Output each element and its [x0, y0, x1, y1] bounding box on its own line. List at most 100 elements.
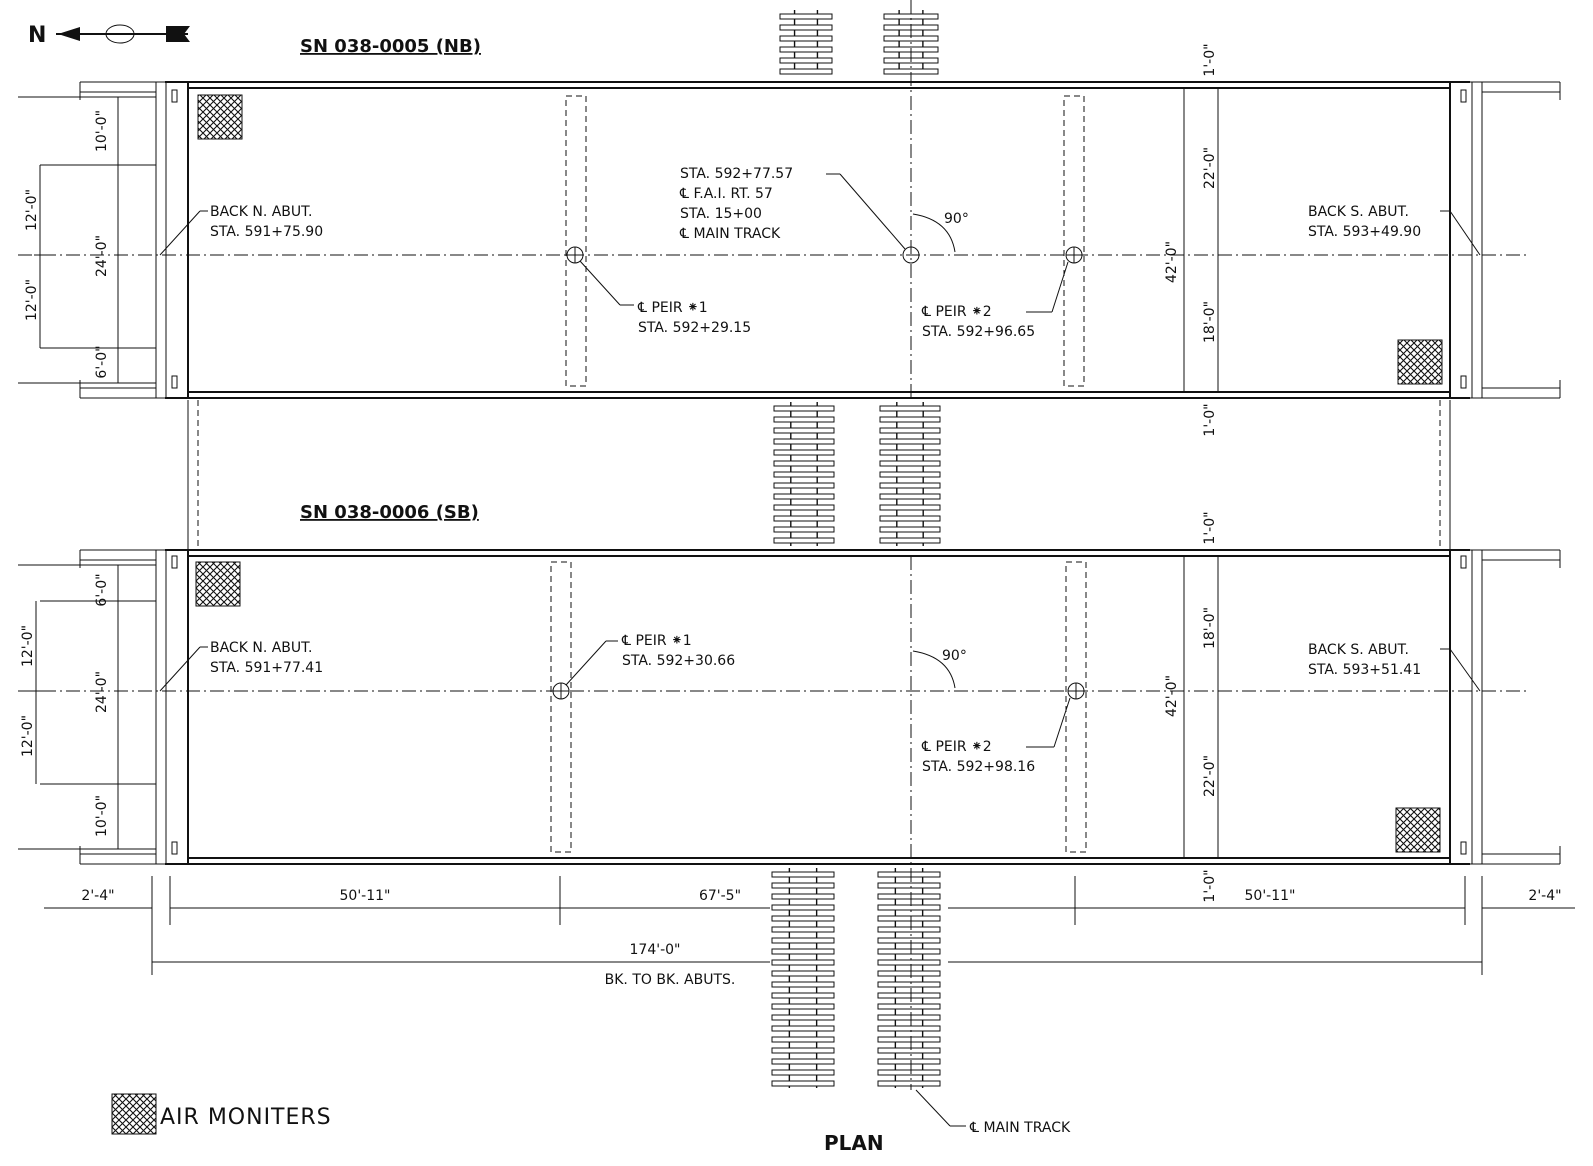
rail-tie: [771, 882, 835, 889]
north-arrow-icon: N: [28, 23, 190, 48]
rail-tie: [771, 1080, 835, 1087]
svg-text:12'-0": 12'-0": [20, 625, 36, 667]
svg-text:STA. 592+29.15: STA. 592+29.15: [638, 320, 751, 336]
svg-text:℄ MAIN TRACK: ℄ MAIN TRACK: [969, 1120, 1071, 1136]
rail-tie: [879, 493, 941, 500]
rail-tie: [779, 13, 833, 20]
rail-tie: [771, 970, 835, 977]
svg-text:22'-0": 22'-0": [1202, 755, 1218, 797]
rail-tie: [771, 1003, 835, 1010]
rail-tie: [879, 526, 941, 533]
rail-tie: [877, 1036, 941, 1043]
pier2-label: ℄ PEIR ⁕2 STA. 592+98.16: [921, 697, 1071, 775]
rail-tie: [771, 893, 835, 900]
svg-text:STA. 592+77.57: STA. 592+77.57: [680, 166, 793, 182]
rail-tie: [879, 416, 941, 423]
dim-right-end: 2'-4": [1528, 888, 1561, 904]
svg-text:N: N: [28, 23, 46, 48]
svg-text:BACK S. ABUT.: BACK S. ABUT.: [1308, 642, 1409, 658]
rail-tie: [771, 1047, 835, 1054]
svg-text:STA. 593+51.41: STA. 593+51.41: [1308, 662, 1421, 678]
right-dimensions: 1'-0" 22'-0" 42'-0" 18'-0" 1'-0": [1164, 43, 1218, 436]
air-monitor-icon: [195, 561, 241, 607]
svg-text:1'-0": 1'-0": [1202, 869, 1218, 902]
svg-text:12'-0": 12'-0": [24, 279, 40, 321]
svg-text:℄ PEIR ⁕2: ℄ PEIR ⁕2: [921, 739, 992, 755]
svg-text:90°: 90°: [944, 211, 969, 227]
svg-text:STA. 592+96.65: STA. 592+96.65: [922, 324, 1035, 340]
rail-tie: [877, 1014, 941, 1021]
rail-tie: [877, 981, 941, 988]
rail-tie: [877, 1003, 941, 1010]
rail-tie: [779, 46, 833, 53]
dim-left-end: 2'-4": [81, 888, 114, 904]
rail-tie: [773, 438, 835, 445]
svg-text:12'-0": 12'-0": [20, 715, 36, 757]
rail-tie: [879, 449, 941, 456]
rail-tie: [877, 1069, 941, 1076]
rail-tie: [771, 926, 835, 933]
air-monitor-icon: [197, 94, 243, 140]
svg-text:18'-0": 18'-0": [1202, 607, 1218, 649]
rail-tie: [771, 992, 835, 999]
center-station-note: STA. 592+77.57 ℄ F.A.I. RT. 57 STA. 15+0…: [679, 166, 906, 250]
svg-text:1'-0": 1'-0": [1202, 511, 1218, 544]
angle-label: 90°: [912, 211, 969, 253]
rail-tie: [773, 515, 835, 522]
svg-text:STA. 591+77.41: STA. 591+77.41: [210, 660, 323, 676]
rail-tie: [877, 959, 941, 966]
bridge-nb: SN 038-0005 (NB): [18, 0, 1561, 437]
rail-tie: [773, 493, 835, 500]
back-n-abut-label: BACK N. ABUT. STA. 591+77.41: [159, 640, 323, 692]
svg-text:42'-0": 42'-0": [1164, 241, 1180, 283]
rail-tie: [879, 405, 941, 412]
rail-tie: [773, 405, 835, 412]
svg-text:℄ MAIN TRACK: ℄ MAIN TRACK: [679, 226, 781, 242]
main-track-callout: ℄ MAIN TRACK: [915, 1089, 1071, 1136]
rail-tie: [771, 1069, 835, 1076]
rail-tie: [773, 526, 835, 533]
svg-text:BACK N. ABUT.: BACK N. ABUT.: [210, 204, 312, 220]
back-n-abut-label: BACK N. ABUT. STA. 591+75.90: [159, 204, 323, 256]
dim-span2: 67'-5": [699, 888, 741, 904]
svg-text:10'-0": 10'-0": [94, 110, 110, 152]
svg-text:1'-0": 1'-0": [1202, 43, 1218, 76]
rail-tie: [877, 904, 941, 911]
rail-tie: [879, 427, 941, 434]
rail-tie: [771, 915, 835, 922]
rail-tie: [877, 948, 941, 955]
rail-tie: [877, 1058, 941, 1065]
pier1-label: ℄ PEIR ⁕1 STA. 592+29.15: [579, 260, 751, 336]
angle-label: 90°: [912, 648, 967, 689]
svg-text:18'-0": 18'-0": [1202, 301, 1218, 343]
rail-tie: [771, 948, 835, 955]
svg-text:10'-0": 10'-0": [94, 795, 110, 837]
rail-tie: [773, 482, 835, 489]
air-monitor-icon: [1397, 339, 1443, 385]
left-dimensions: 12'-0" 12'-0" 10'-0" 24'-0" 6'-0": [24, 97, 119, 383]
rail-tie: [771, 1036, 835, 1043]
svg-text:6'-0": 6'-0": [94, 573, 110, 606]
rail-tie: [877, 1080, 941, 1087]
pier2-label: ℄ PEIR ⁕2 STA. 592+96.65: [921, 261, 1069, 340]
rail-tie: [771, 1058, 835, 1065]
rail-tie: [779, 35, 833, 42]
svg-text:STA. 591+75.90: STA. 591+75.90: [210, 224, 323, 240]
svg-text:22'-0": 22'-0": [1202, 147, 1218, 189]
svg-text:STA. 592+30.66: STA. 592+30.66: [622, 653, 735, 669]
svg-text:℄ F.A.I. RT. 57: ℄ F.A.I. RT. 57: [679, 186, 773, 202]
air-monitor-icon: [111, 1093, 157, 1135]
dim-total-note: BK. TO BK. ABUTS.: [605, 972, 736, 988]
bridge-title: SN 038-0006 (SB): [300, 502, 479, 523]
bridge-title: SN 038-0005 (NB): [300, 36, 481, 57]
rail-tie: [773, 471, 835, 478]
rail-tie: [877, 871, 941, 878]
left-dimensions: 12'-0" 12'-0" 6'-0" 24'-0" 10'-0": [20, 565, 119, 849]
rail-tie: [879, 515, 941, 522]
svg-text:90°: 90°: [942, 648, 967, 664]
dim-total: 174'-0": [630, 942, 681, 958]
dim-span3: 50'-11": [1245, 888, 1296, 904]
rail-tie: [877, 1025, 941, 1032]
rail-tie: [877, 1047, 941, 1054]
rail-tie: [779, 24, 833, 31]
